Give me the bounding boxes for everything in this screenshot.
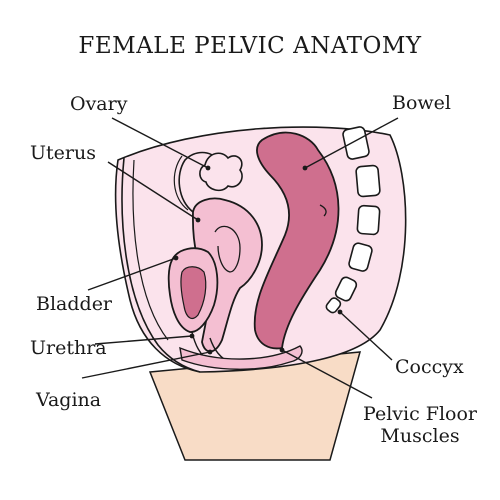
pelvic-floor-muscles — [179, 345, 303, 370]
label-coccyx: Coccyx — [395, 356, 464, 378]
label-bowel: Bowel — [392, 92, 451, 114]
bowel — [253, 131, 340, 350]
label-ovary: Ovary — [70, 93, 128, 115]
label-pelvic-floor: Pelvic Floor Muscles — [350, 403, 490, 447]
label-pelvic-floor-line1: Pelvic Floor — [363, 403, 477, 425]
ovary — [199, 152, 243, 192]
label-vagina: Vagina — [36, 389, 102, 411]
leader-lines — [81, 117, 399, 399]
label-bladder: Bladder — [36, 293, 113, 315]
label-urethra: Urethra — [30, 337, 107, 359]
label-uterus: Uterus — [30, 142, 96, 164]
back-outline — [121, 157, 201, 373]
label-pelvic-floor-line2: Muscles — [380, 425, 460, 447]
diagram-title: FEMALE PELVIC ANATOMY — [78, 33, 422, 59]
fallopian-tube — [178, 151, 219, 213]
spine — [325, 126, 381, 314]
